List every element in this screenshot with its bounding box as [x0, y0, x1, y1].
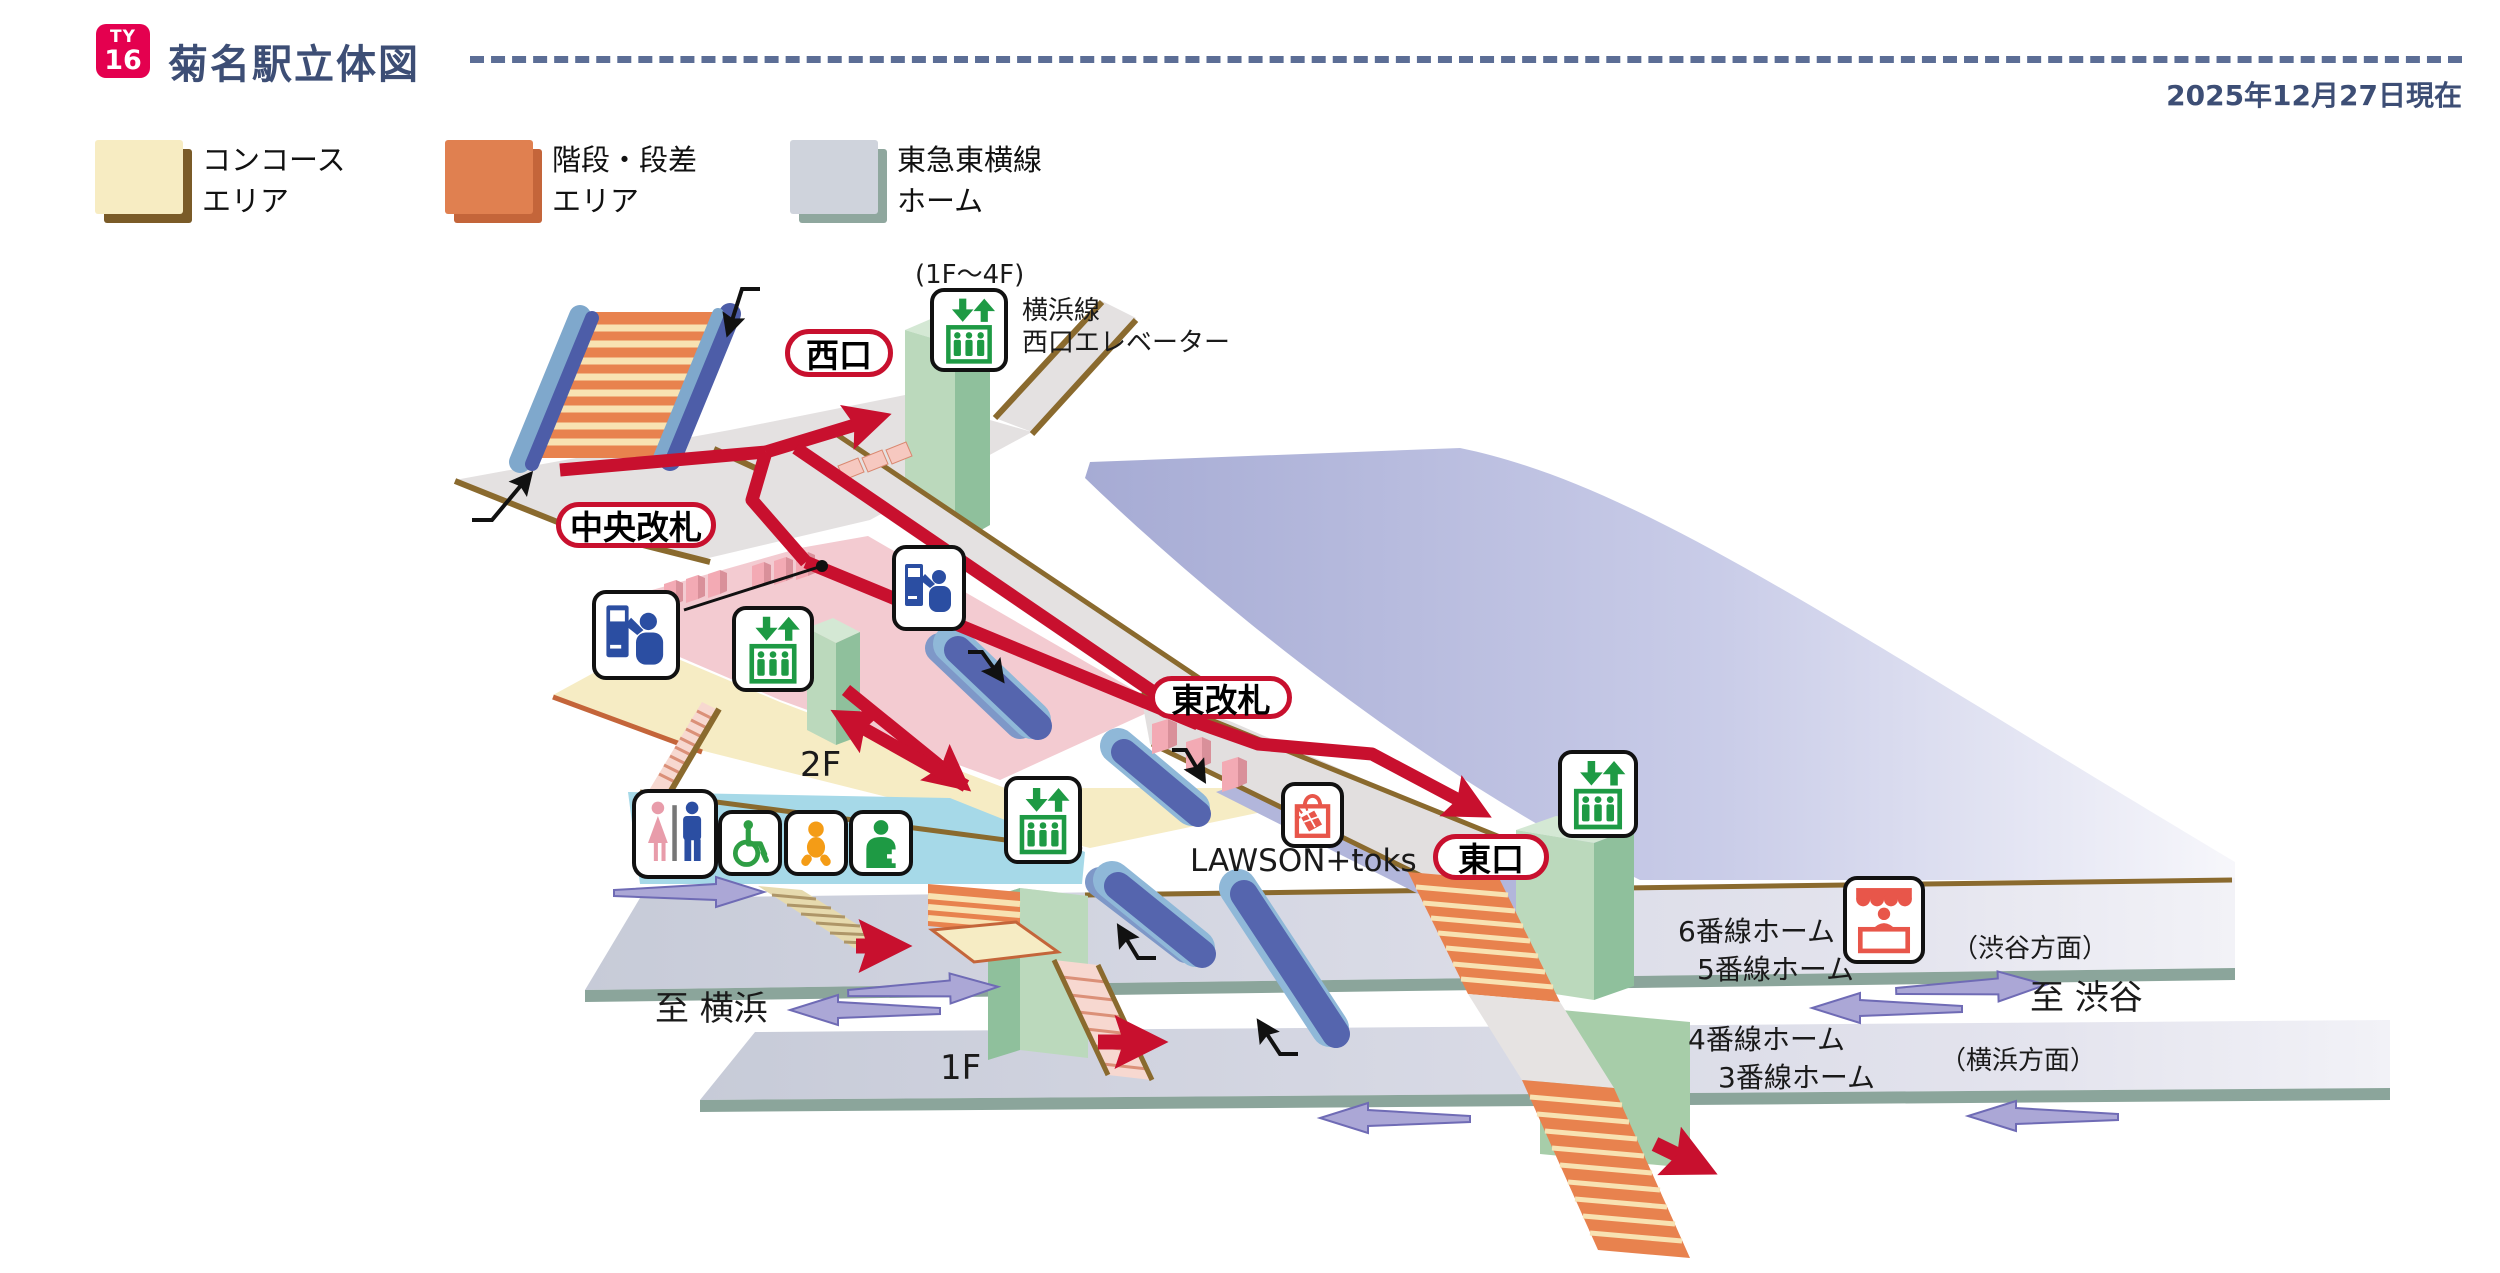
concourse-2f — [552, 645, 1262, 848]
legend-swatch-stairs — [445, 140, 533, 214]
legend-label-platform: 東急東横線 ホーム — [897, 143, 1043, 218]
date-note: 2025年12月27日現在 — [2166, 79, 2462, 112]
shibuya-side-label: （渋谷方面） — [1952, 934, 2109, 964]
west-escalator — [509, 303, 741, 473]
west-elevator-line1: 横浜線 — [1022, 296, 1101, 326]
legend-swatch-concourse — [95, 140, 183, 214]
elevator-icon — [930, 288, 1008, 372]
toyoko-platform-slope — [1085, 448, 2235, 880]
kiosk-icon — [1843, 876, 1925, 964]
elevator-icon — [732, 606, 814, 692]
ticket-machine-icon — [892, 545, 966, 631]
route-line — [559, 405, 1718, 1176]
page-title: 菊名駅立体図 — [168, 42, 420, 88]
to-yokohama-label: 至 横浜 — [655, 989, 768, 1029]
floor-1f-label: 1F — [940, 1048, 982, 1088]
elevator-icon — [1558, 750, 1638, 838]
restroom-icon — [632, 789, 718, 879]
outside-corridor-band — [790, 431, 1207, 706]
center-stair — [927, 884, 1063, 964]
line-code: TY — [110, 26, 136, 47]
west-elevator-line2: 西口エレベーター — [1022, 328, 1231, 358]
ticket-machine-icon — [592, 590, 680, 680]
east-gate-label: 東改札 — [1150, 676, 1292, 720]
wheelchair-accessible-icon — [718, 810, 782, 876]
baby-care-icon — [784, 810, 848, 876]
station-number: 16 — [104, 44, 142, 76]
to-shibuya-label: 至 渋谷 — [2030, 978, 2143, 1018]
west-elevator-floors: (1F～4F) — [915, 260, 1025, 290]
platform4-label: 4番線ホーム — [1688, 1023, 1845, 1056]
east-staircase — [1408, 872, 1690, 1258]
elevator-icon — [1004, 776, 1082, 864]
west-exit-label: 西口 — [785, 329, 893, 377]
stair-direction-arrows — [472, 287, 1298, 1056]
platform6-label: 6番線ホーム — [1678, 915, 1835, 948]
shopping-bag-icon — [1281, 782, 1344, 848]
yokohama-side-label: （横浜方面） — [1940, 1046, 2097, 1076]
pink-stair-left — [648, 702, 722, 803]
leader-line — [683, 560, 828, 612]
legend-label-concourse: コンコース エリア — [202, 143, 346, 218]
central-gate-label: 中央改札 — [556, 502, 716, 548]
west-ramp — [837, 441, 913, 481]
legend-label-stairs: 階段・段差 エリア — [552, 143, 698, 218]
platform3-label: 3番線ホーム — [1718, 1061, 1875, 1094]
line-badge: TY 16 — [96, 24, 150, 78]
nursing-room-icon — [849, 810, 913, 876]
platform5-label: 5番線ホーム — [1697, 953, 1854, 986]
legend-swatch-platform — [790, 140, 878, 214]
store-label: LAWSON+toks — [1190, 843, 1417, 879]
header-divider — [470, 56, 2462, 63]
floor-2f-label: 2F — [800, 745, 842, 785]
east-exit-label: 東口 — [1433, 834, 1549, 880]
escalator-tubes — [925, 625, 1350, 1048]
